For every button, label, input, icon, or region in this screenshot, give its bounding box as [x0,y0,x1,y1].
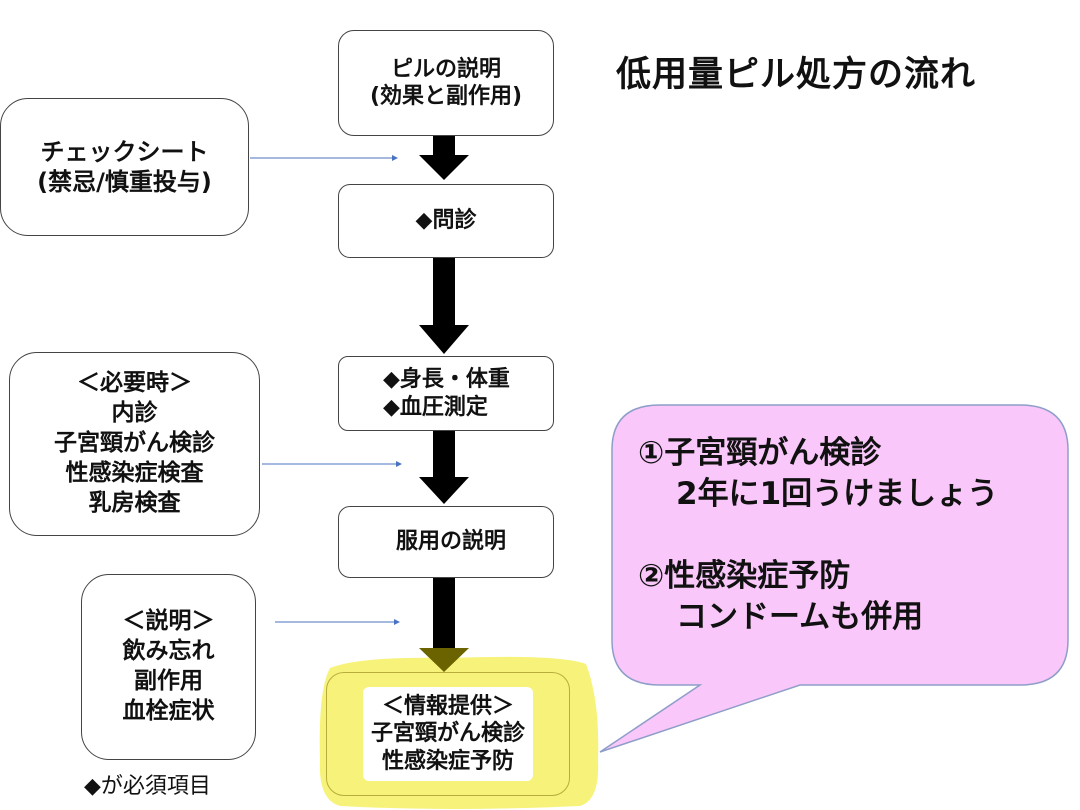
connector-checksheet [250,155,398,161]
note-line: 子宮頸がん検診 [54,430,215,457]
flow-step-measurements: ◆身長・体重 ◆血圧測定 [338,356,554,431]
callout-heading: ①子宮頸がん検診 [638,435,882,471]
note-line: 乳房検査 [88,489,181,516]
step-line: ◆問診 [415,208,477,234]
step-line: (効果と副作用) [369,84,523,109]
step-line: 子宮頸がん検診 [370,721,525,747]
note-line: (禁忌/慎重投与) [37,168,212,196]
side-note-as-needed: ＜必要時＞ 内診 子宮頸がん検診 性感染症検査 乳房検査 [9,352,260,536]
callout-detail: コンドームも併用 [676,598,924,635]
callout-heading: ②性感染症予防 [638,557,851,594]
step-line: ◆血圧測定 [383,394,488,420]
note-line: 飲み忘れ [122,638,215,665]
flow-arrow-4 [419,578,469,672]
connector-explanation [275,619,400,625]
flow-arrow-3 [419,431,469,504]
step-line: 性感染症予防 [381,748,514,774]
flow-step-pill-explanation: ピルの説明 (効果と副作用) [338,30,554,136]
side-note-checksheet: チェックシート (禁忌/慎重投与) [0,98,249,236]
note-line: 内診 [111,400,158,427]
callout-detail: 2年に1回うけましょう [676,475,999,512]
step-line: ＜情報提供＞ [381,693,514,719]
flow-step-usage-explanation: 服用の説明 [338,506,554,578]
note-line: 性感染症検査 [65,459,204,486]
callout-bubble [599,404,1069,753]
connector-as-needed [262,461,402,467]
step-line: 服用の説明 [395,529,506,555]
required-items-note: ◆が必須項目 [84,774,211,799]
note-line: ＜必要時＞ [77,370,192,397]
side-note-explanation: ＜説明＞ 飲み忘れ 副作用 血栓症状 [81,574,256,760]
flow-arrow-2 [419,258,469,354]
flow-step-information: ＜情報提供＞ 子宮頸がん検診 性感染症予防 [326,672,570,796]
note-line: 副作用 [134,668,203,694]
note-line: 血栓症状 [122,697,215,724]
flow-arrow-1 [419,136,469,180]
callout-content: ①子宮頸がん検診 2年に1回うけましょう ②性感染症予防 コンドームも併用 [638,433,998,638]
step-line: ピルの説明 [390,56,501,82]
page-title: 低用量ピル処方の流れ [616,55,977,95]
note-line: ＜説明＞ [122,608,215,635]
step-line: ◆身長・体重 [383,367,510,392]
note-line: チェックシート [40,138,209,166]
flow-step-interview: ◆問診 [338,184,554,258]
